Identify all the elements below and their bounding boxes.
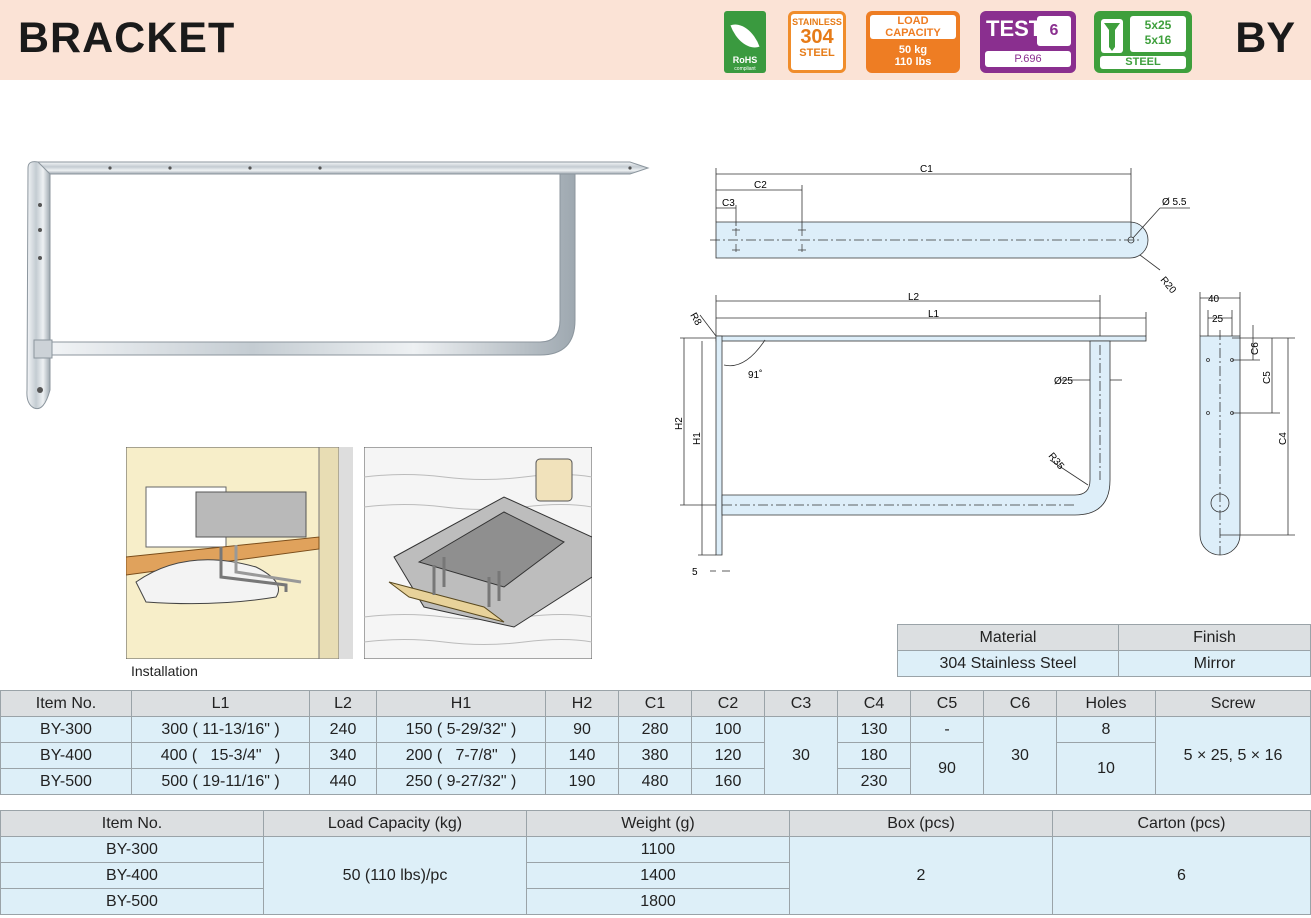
rohs-badge: RoHS compliant (724, 11, 766, 73)
dim-c3: C3 (722, 198, 735, 209)
dim-thickness: 5 (692, 567, 698, 578)
dim-hole: Ø 5.5 (1162, 197, 1187, 208)
packaging-table: Item No. Load Capacity (kg) Weight (g) B… (0, 810, 1311, 915)
table-row: BY-500 1800 (0, 888, 1311, 915)
spec-table: Item No. L1 L2 H1 H2 C1 C2 C3 C4 C5 C6 H… (0, 690, 1311, 795)
screw-badge: 5x25 5x16 STEEL (1094, 11, 1192, 73)
table-row: BY-300 50 (110 lbs)/pc 1100 2 6 (0, 836, 1311, 915)
header-finish: Finish (1118, 624, 1311, 651)
load-capacity-badge: LOAD CAPACITY 50 kg 110 lbs (866, 11, 960, 73)
dim-l2: L2 (908, 292, 920, 303)
screw-sizes: 5x25 5x16 (1130, 16, 1186, 52)
material-value: 304 Stainless Steel (897, 650, 1119, 677)
dim-h2: H2 (674, 417, 685, 430)
test-grade-badge: TEST 6 P.696 (980, 11, 1076, 73)
dim-h1: H1 (692, 432, 703, 445)
dim-inner: 25 (1212, 314, 1224, 325)
dim-c6: C6 (1250, 342, 1261, 355)
installation-photo-boat (364, 447, 592, 659)
dim-c2: C2 (754, 180, 767, 191)
installation-caption: Installation (131, 663, 198, 679)
dim-c1: C1 (920, 164, 933, 175)
dim-angle: 91˚ (748, 369, 762, 381)
finish-value: Mirror (1118, 650, 1311, 677)
dim-width: 40 (1208, 294, 1220, 305)
table-row: BY-300 300 ( 11-13/16" ) 240 150 ( 5-29/… (0, 716, 1311, 795)
dim-diameter: Ø25 (1054, 376, 1073, 387)
product-image (26, 161, 650, 410)
dim-c5: C5 (1262, 371, 1273, 384)
stainless-steel-badge: STAINLESS 304 STEEL (788, 11, 846, 73)
screw-icon (1101, 19, 1123, 53)
table-row: BY-500 500 ( 19-11/16" ) 440 250 ( 9-27/… (0, 768, 1311, 795)
dim-r8: R8 (687, 311, 703, 328)
leaf-icon (730, 18, 760, 54)
header-material: Material (897, 624, 1119, 651)
dim-r20: R20 (1158, 275, 1179, 296)
table-row: BY-400 400 ( 15-3/4" ) 340 200 ( 7-7/8" … (0, 742, 1311, 795)
table-row: BY-400 1400 (0, 862, 1311, 889)
dim-c4: C4 (1278, 432, 1289, 445)
dim-l1: L1 (928, 309, 940, 320)
header-banner: BRACKET RoHS compliant STAINLESS 304 STE… (0, 0, 1311, 80)
material-finish-table: Material Finish 304 Stainless Steel Mirr… (897, 624, 1311, 677)
series-code: BY (1235, 14, 1295, 62)
technical-drawing: C1 C2 C3 Ø 5.5 R20 L2 L1 R8 91˚ Ø25 R35 … (674, 164, 1295, 578)
page-title: BRACKET (18, 14, 236, 62)
installation-photo-shelf (126, 447, 353, 659)
